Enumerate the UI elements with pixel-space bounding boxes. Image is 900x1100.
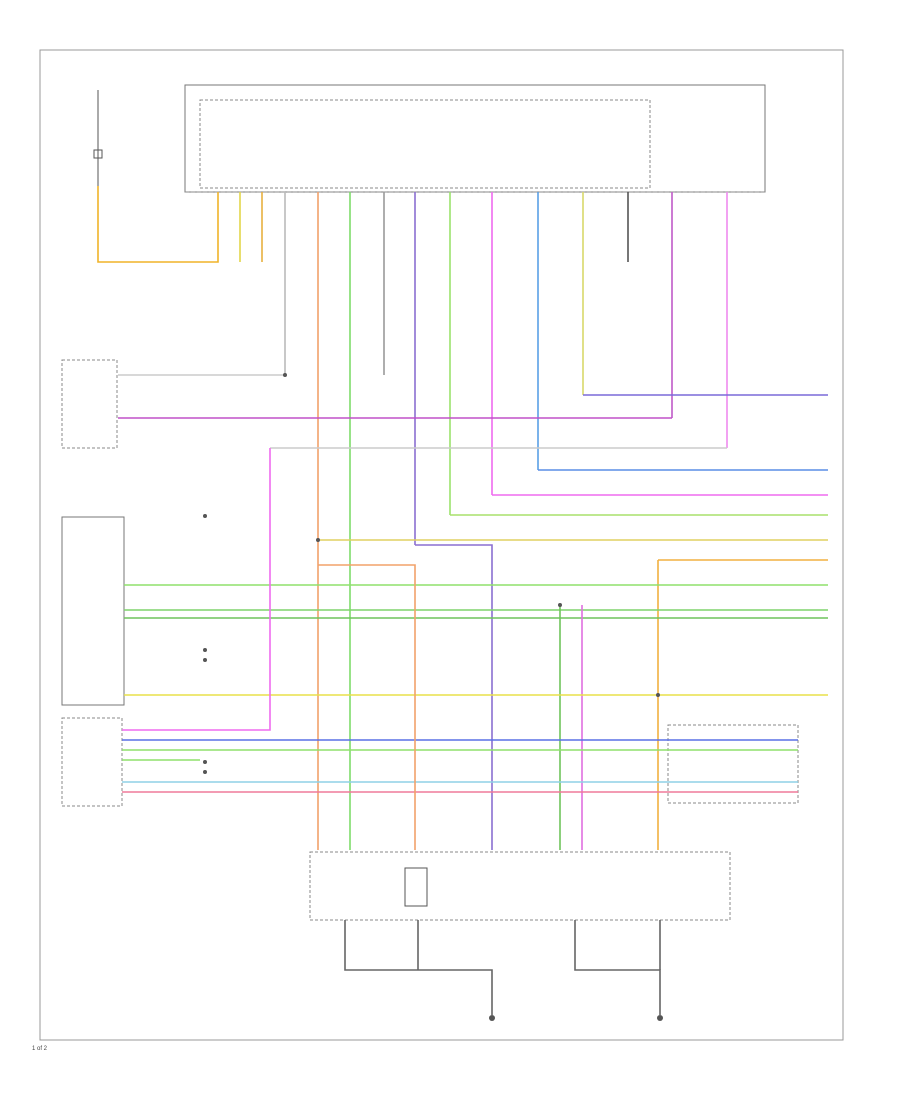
horizontal-wires (118, 374, 828, 850)
page-number: 1 of 2 (32, 1046, 48, 1052)
wire-pink-left (122, 448, 271, 731)
splice-dot (316, 538, 320, 542)
wire-ground-right (574, 920, 661, 1015)
central-module-box (184, 84, 766, 193)
left-lower-module-box (61, 717, 123, 807)
wire-orange-short (318, 564, 416, 850)
right-connector-box (667, 724, 799, 804)
splice-points (203, 373, 660, 774)
splice-dot (283, 373, 287, 377)
wire-orange-feed (97, 186, 219, 263)
wire-violet-drop (415, 544, 493, 850)
ground-point-left (489, 1015, 495, 1021)
diagram-border (39, 49, 844, 1041)
splice-dot (203, 658, 207, 662)
bottom-relay-symbol (404, 867, 428, 907)
ground-wires (344, 920, 663, 1021)
splice-dot (203, 760, 207, 764)
splice-dot (203, 648, 207, 652)
vertical-wires (97, 186, 728, 850)
splice-dot (203, 514, 207, 518)
central-module-inner-box (199, 99, 651, 189)
left-control-module-box (61, 516, 125, 706)
splice-dot (203, 770, 207, 774)
left-switch-box (61, 359, 118, 449)
top-left-fuse-symbol (93, 149, 103, 159)
splice-dot (558, 603, 562, 607)
bottom-module-box (309, 851, 731, 921)
splice-dot (656, 693, 660, 697)
ground-point-right (657, 1015, 663, 1021)
